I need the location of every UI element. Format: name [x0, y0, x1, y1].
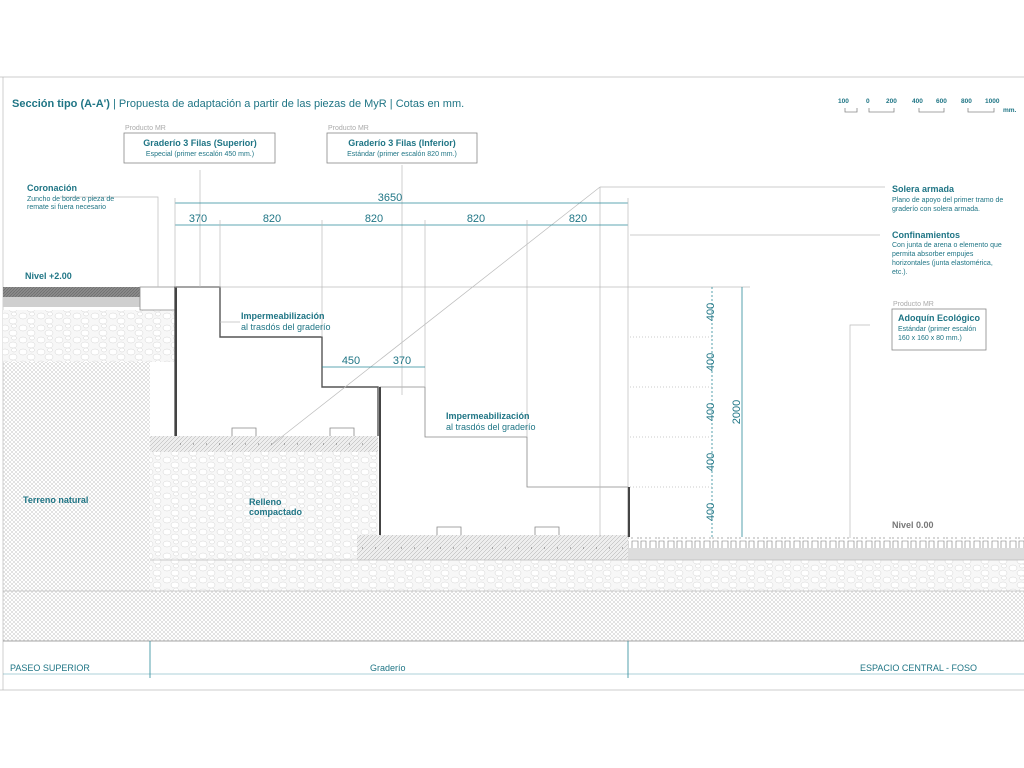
svg-text:800: 800 — [961, 98, 972, 105]
svg-text:Especial (primer escalón 450 m: Especial (primer escalón 450 mm.) — [146, 151, 254, 158]
drawing-title: Sección tipo (A-A') | Propuesta de adapt… — [12, 98, 464, 110]
svg-text:al trasdós del graderío: al trasdós del graderío — [241, 322, 331, 332]
svg-text:Estándar (primer escalón: Estándar (primer escalón — [898, 326, 976, 333]
svg-text:permita absorber empujes: permita absorber empujes — [892, 251, 974, 258]
svg-text:etc.).: etc.). — [892, 269, 908, 276]
dim-total: 3650 — [378, 192, 402, 204]
scale-bar: 100 0 200 400 600 800 1000 mm. — [838, 98, 1017, 114]
note-impermeabilizacion-1: Impermeabilización al trasdós del grader… — [241, 311, 331, 332]
svg-text:Plano de apoyo del primer tram: Plano de apoyo del primer tramo de — [892, 197, 1003, 204]
svg-text:2000: 2000 — [731, 400, 743, 424]
svg-text:400: 400 — [705, 503, 717, 521]
note-solera: Solera armada Plano de apoyo del primer … — [892, 184, 1003, 213]
dim-part: 820 — [365, 213, 383, 225]
product-box-inferior: Producto MR Graderío 3 Filas (Inferior) … — [326, 125, 478, 164]
label-terreno-natural: Terreno natural — [23, 495, 88, 505]
svg-text:400: 400 — [705, 403, 717, 421]
zone-graderio: Graderío — [370, 663, 406, 673]
ground-layers — [3, 286, 1024, 642]
horizontal-dimensions: 3650 370 820 820 820 820 450 370 — [174, 192, 629, 487]
svg-text:Graderío 3 Filas (Inferior): Graderío 3 Filas (Inferior) — [348, 138, 456, 148]
svg-text:Confinamientos: Confinamientos — [892, 230, 960, 240]
svg-text:al trasdós del graderío: al trasdós del graderío — [446, 422, 536, 432]
svg-text:Impermeabilización: Impermeabilización — [241, 311, 325, 321]
dim-part: 820 — [569, 213, 587, 225]
svg-text:0: 0 — [866, 98, 870, 105]
svg-text:600: 600 — [936, 98, 947, 105]
svg-text:Adoquín Ecológico: Adoquín Ecológico — [898, 313, 980, 323]
svg-text:100: 100 — [838, 98, 849, 105]
dim-part: 820 — [467, 213, 485, 225]
svg-text:Zuncho de borde o pieza de: Zuncho de borde o pieza de — [27, 196, 114, 203]
product-box-superior: Producto MR Graderío 3 Filas (Superior) … — [123, 125, 276, 164]
svg-text:horizontales (junta elastoméri: horizontales (junta elastomérica, — [892, 260, 993, 267]
dim-step: 450 — [342, 355, 360, 367]
svg-text:200: 200 — [886, 98, 897, 105]
label-nivel-top: Nivel +2.00 — [25, 271, 72, 281]
svg-text:Impermeabilización: Impermeabilización — [446, 411, 530, 421]
dim-part: 820 — [263, 213, 281, 225]
zone-paseo-superior: PASEO SUPERIOR — [10, 663, 90, 673]
svg-text:Graderío 3 Filas (Superior): Graderío 3 Filas (Superior) — [143, 138, 257, 148]
dim-part: 370 — [189, 213, 207, 225]
svg-text:Producto MR: Producto MR — [893, 301, 934, 308]
note-impermeabilizacion-2: Impermeabilización al trasdós del grader… — [446, 411, 536, 432]
dim-step: 370 — [393, 355, 411, 367]
svg-text:400: 400 — [705, 353, 717, 371]
svg-text:400: 400 — [705, 453, 717, 471]
svg-text:400: 400 — [912, 98, 923, 105]
label-compactado: compactado — [249, 507, 303, 517]
svg-text:Solera armada: Solera armada — [892, 184, 955, 194]
label-relleno: Relleno — [249, 497, 282, 507]
label-nivel-bottom: Nivel 0.00 — [892, 520, 934, 530]
vertical-dimensions: 400 400 400 400 400 2000 — [630, 287, 743, 537]
svg-text:Coronación: Coronación — [27, 183, 77, 193]
svg-text:160 x 160 x 80 mm.): 160 x 160 x 80 mm.) — [898, 335, 962, 342]
note-coronacion: Coronación Zuncho de borde o pieza de re… — [27, 183, 114, 211]
svg-text:Con junta de arena o elemento: Con junta de arena o elemento que — [892, 242, 1002, 249]
svg-text:Producto MR: Producto MR — [328, 125, 369, 132]
zone-espacio-central: ESPACIO CENTRAL - FOSO — [860, 663, 977, 673]
product-box-adoquin: Producto MR Adoquín Ecológico Estándar (… — [891, 301, 987, 351]
svg-text:1000: 1000 — [985, 98, 1000, 105]
svg-text:Producto MR: Producto MR — [125, 125, 166, 132]
zone-strip: PASEO SUPERIOR Graderío ESPACIO CENTRAL … — [3, 641, 1024, 678]
svg-text:Estándar (primer escalón 820 m: Estándar (primer escalón 820 mm.) — [347, 151, 457, 158]
svg-text:remate si fuera necesario: remate si fuera necesario — [27, 204, 106, 211]
svg-text:graderío con solera armada.: graderío con solera armada. — [892, 206, 980, 213]
note-confinamientos: Confinamientos Con junta de arena o elem… — [892, 230, 1002, 276]
svg-text:400: 400 — [705, 303, 717, 321]
svg-text:mm.: mm. — [1003, 107, 1017, 114]
